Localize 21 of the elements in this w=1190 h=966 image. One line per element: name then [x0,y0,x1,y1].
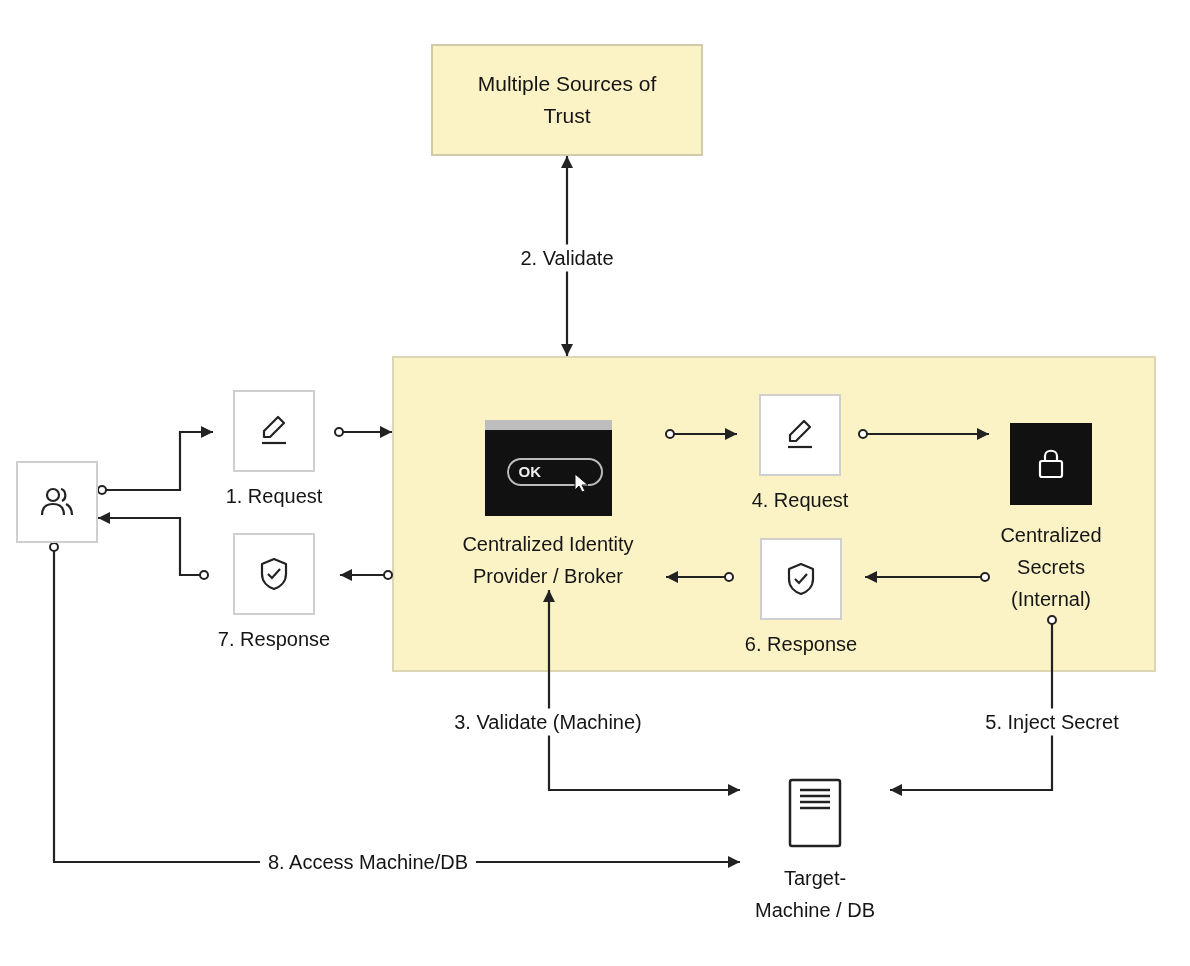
node-label: 7. Response [216,627,332,652]
arrow [865,571,990,583]
node-label: 6. Response [743,632,859,657]
process-box: Multiple Sources of Trust [431,44,703,156]
icon-tile [16,461,98,543]
arrow [97,426,213,495]
arrow [890,615,1057,796]
arrow [543,590,740,796]
arrow [561,156,573,356]
node-label: 4. Request [750,488,850,513]
node-label: Centralized Secrets (Internal) [999,523,1103,612]
arrow [340,569,393,581]
arrow [858,428,989,440]
arrow [666,571,734,583]
group-panel [392,356,1156,672]
arrow [98,512,209,580]
node-label: 1. Request [224,484,324,509]
arrow [665,428,737,440]
node-label: Target- Machine / DB [753,866,877,923]
arrow [334,426,392,438]
node-label: Centralized Identity Provider / Broker [461,532,635,589]
